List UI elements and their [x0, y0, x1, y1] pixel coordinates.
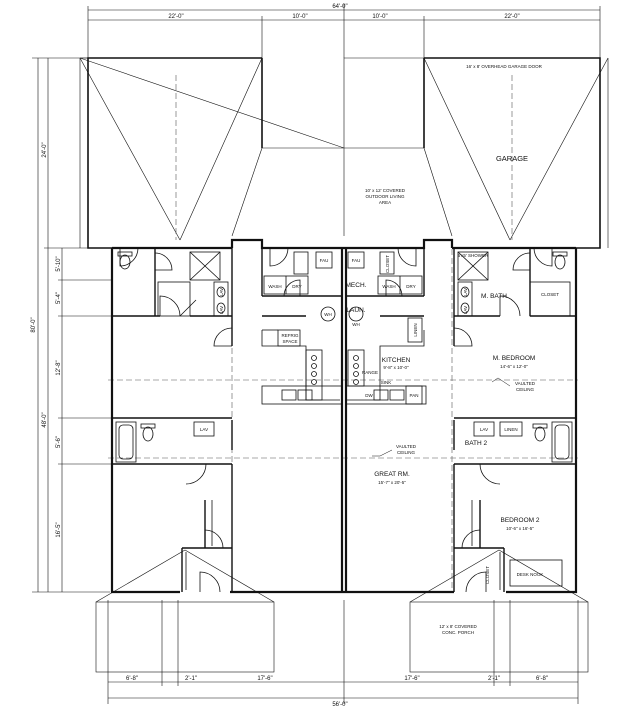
fau-label-left: FAU	[320, 258, 329, 263]
dim-top-left-garage: 22'-0"	[168, 14, 183, 20]
wash-label-right: WASH	[382, 284, 395, 289]
porch-line1: 12' x 8' COVERED	[439, 624, 477, 629]
garage-door-label: 16' x 8' OVERHEAD GARAGE DOOR	[466, 64, 542, 69]
dry-label-right: DRY	[406, 284, 415, 289]
linen-label-bath2: LINEN	[504, 427, 517, 432]
room-label-garage: GARAGE	[496, 154, 528, 163]
exterior-walls	[110, 238, 578, 594]
outdoor-living-line3: AREA	[379, 200, 391, 205]
lav-label-right-1: LAV	[463, 288, 468, 296]
closet-label-m-bath: CLOSET	[541, 292, 559, 297]
lav-label-bath2-left: LAV	[200, 427, 208, 432]
dim-bottom-overall: 56'-0"	[332, 702, 347, 708]
closet-label-bedroom2: CLOSET	[485, 566, 490, 584]
porch-line2: CONC. PORCH	[442, 630, 474, 635]
lav-label-left-2: LAV	[219, 306, 224, 314]
dim-bottom-3: 17'-6"	[257, 676, 272, 682]
wh-label-right: WH	[352, 322, 360, 327]
room-label-mech: MECH.	[346, 282, 367, 289]
top-dimension-lines	[87, 4, 601, 58]
dim-left-seg-5: 16'-5"	[56, 522, 62, 537]
dim-top-right-garage: 22'-0"	[504, 14, 519, 20]
sink-label: SINK	[381, 380, 392, 385]
outdoor-living-line1: 10' x 12' COVERED	[365, 188, 406, 193]
dim-left-seg-3: 12'-8"	[56, 360, 62, 375]
dim-top-center-right: 10'-0"	[372, 14, 387, 20]
fixtures	[115, 251, 573, 590]
dim-left-garage-depth: 24'-0"	[42, 142, 48, 157]
dim-bottom-1: 6'-8"	[126, 676, 138, 682]
dim-left-overall: 80'-0"	[31, 317, 37, 332]
closet-label-laundry: CLOSET	[385, 255, 390, 273]
vaulted-label-2a: VAULTED	[396, 444, 417, 449]
dw-label: DW	[365, 393, 373, 398]
range-label: RANGE	[362, 370, 378, 375]
dim-left-living-depth: 48'-0"	[42, 412, 48, 427]
room-label-great-rm: GREAT RM.	[374, 471, 410, 478]
wash-label-left: WASH	[268, 284, 281, 289]
vaulted-label-1a: VAULTED	[515, 381, 536, 386]
m-bedroom-size: 14'-6" x 12'-0"	[500, 364, 528, 369]
room-label-bath2: BATH 2	[465, 440, 488, 447]
dim-bottom-6: 6'-8"	[536, 676, 548, 682]
dim-bottom-5: 2'-1"	[488, 676, 500, 682]
wh-label-left: WH	[324, 312, 332, 317]
dim-left-seg-2: 5'-4"	[56, 292, 62, 304]
room-label-m-bath: M. BATH	[481, 293, 507, 300]
garage-walls	[87, 57, 601, 249]
desk-nook-label: DESK NOOK	[517, 572, 544, 577]
dim-overall-top: 64'-0"	[332, 4, 347, 10]
shower-label: 5'x5' SHOWER	[458, 253, 489, 258]
lav-label-right-2: LAV	[463, 306, 468, 314]
room-label-bedroom2: BEDROOM 2	[500, 517, 539, 524]
room-label-m-bedroom: M. BEDROOM	[493, 355, 536, 362]
dim-top-center-left: 10'-0"	[292, 14, 307, 20]
room-label-laun: LAUN.	[346, 307, 365, 314]
dim-bottom-2: 2'-1"	[185, 676, 197, 682]
dry-label-left: DRY	[292, 284, 301, 289]
linen-label-laundry: LINEN	[413, 323, 418, 336]
bedroom2-size: 10'-6" x 16'-5"	[506, 526, 534, 531]
room-label-kitchen: KITCHEN	[382, 357, 411, 364]
dim-bottom-4: 17'-6"	[404, 676, 419, 682]
door-swings	[119, 247, 553, 593]
refrig-label-left-1: REFRIG	[281, 333, 299, 338]
outdoor-living-line2: OUTDOOR LIVING	[365, 194, 405, 199]
vaulted-label-2b: CEILING	[397, 450, 416, 455]
dim-left-seg-4: 5'-6"	[56, 436, 62, 448]
dim-left-seg-1: 5'-10"	[56, 256, 62, 271]
lav-label-bath2-right: LAV	[480, 427, 488, 432]
left-dimension-lines	[32, 57, 112, 593]
lav-label-left-1: LAV	[219, 288, 224, 296]
kitchen-size: 9'-8" x 10'-0"	[383, 365, 409, 370]
bottom-dimension-lines	[107, 600, 579, 704]
pan-label: PAN	[410, 393, 419, 398]
refrig-label-left-2: SPACE	[283, 339, 298, 344]
great-rm-size: 15'-7" x 20'-5"	[378, 480, 406, 485]
leader-lines	[372, 377, 511, 457]
fau-label-right: FAU	[352, 258, 361, 263]
vaulted-label-1b: CEILING	[516, 387, 535, 392]
